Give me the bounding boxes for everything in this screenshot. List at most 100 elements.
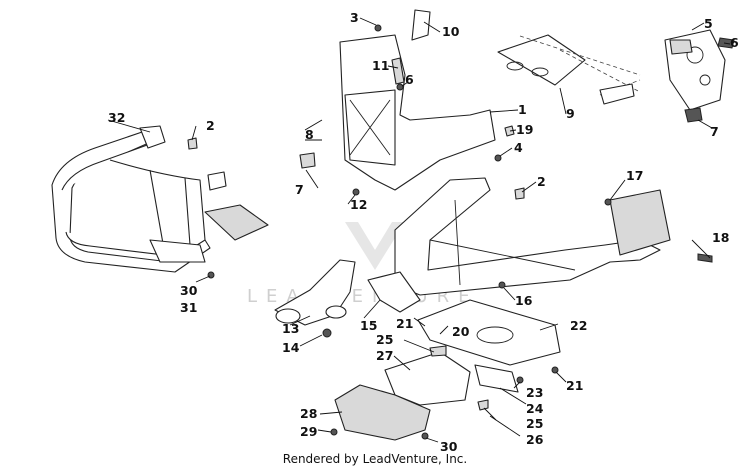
leader-9 [559,87,567,115]
callout-18: 18 [712,230,729,245]
nut-4 [494,154,502,162]
leader-19 [509,129,517,132]
leader-2-left [191,125,197,141]
callout-27: 27 [376,348,393,363]
callout-17: 17 [626,168,643,183]
callout-19: 19 [516,122,533,137]
frame-window-cross [349,99,391,156]
main-frame [394,177,713,296]
leader-11 [387,65,399,69]
leader-30-left [195,275,211,283]
leader-25-upper [403,339,435,353]
pin-11 [391,57,405,85]
leader-lines [107,17,731,443]
skid-plate-22 [417,299,561,366]
callout-23: 23 [526,385,543,400]
footer-credit: Rendered by LeadVenture, Inc. [283,452,467,466]
watermark-logo-icon [345,222,405,270]
leader-18 [691,239,711,259]
leader-12 [347,194,356,205]
leader-4 [499,147,513,157]
leader-24 [499,387,527,405]
bumper-mount-block-left [139,125,166,149]
bracket-15 [367,271,421,313]
bolt-30-left [207,271,215,279]
bumper-bracket-part [204,204,269,241]
callout-31: 31 [180,300,197,315]
leader-1 [489,109,519,113]
front-bumper-assembly [51,125,269,273]
leader-8 [304,119,323,141]
bumper-inner-edge [61,143,173,257]
callout-25-lower: 25 [526,416,543,431]
callout-13: 13 [282,321,299,336]
leader-5 [691,22,705,31]
bolt-12 [352,188,360,196]
leader-28 [319,411,343,415]
leader-10 [423,21,441,33]
nut-14 [322,328,332,338]
leader-13 [289,315,311,326]
callout-14: 14 [282,340,300,355]
callout-11: 11 [372,58,389,73]
linkage-rod-end [599,83,635,105]
callout-32: 32 [108,110,125,125]
callout-30-left: 30 [180,283,198,298]
callout-2-center: 2 [537,174,546,189]
callout-16: 16 [515,293,533,308]
callout-6-right: 6 [730,35,739,50]
callout-21-left: 21 [396,316,413,331]
upper-front-frame [187,9,525,200]
callout-8: 8 [305,127,314,142]
callout-25-upper: 25 [376,332,393,347]
callout-10: 10 [442,24,460,39]
callout-29: 29 [300,424,317,439]
leader-22 [539,323,559,331]
callout-1: 1 [518,102,527,117]
lower-left-frame [274,259,421,338]
leader-17 [609,179,626,201]
leader-32 [107,119,151,133]
callout-20: 20 [452,324,470,339]
latch-bolt-hole [699,74,711,86]
mount-tube-end-left [275,308,301,324]
callout-15: 15 [360,318,377,333]
callout-26: 26 [526,432,544,447]
leader-29 [317,429,332,433]
leader-27 [393,355,411,371]
clip-25-upper [429,345,447,357]
top-plate-assembly [497,34,641,105]
skid-plate-opening [476,326,514,344]
frame-rail-edges [429,199,576,286]
callout-5: 5 [704,16,713,31]
bolt-23 [516,376,524,384]
leader-26 [489,415,521,437]
callout-3: 3 [350,10,359,25]
mount-tube-end-right [325,305,347,319]
nut-16 [498,281,506,289]
leader-3 [359,17,377,26]
leader-30-bottom [425,437,439,443]
flag-bracket-10 [411,9,431,41]
callout-9: 9 [566,106,575,121]
leader-6 [401,81,409,87]
callout-12: 12 [350,197,367,212]
leader-14 [299,334,323,347]
callout-28: 28 [300,406,317,421]
callout-7-left: 7 [295,182,304,197]
callout-labels: 1 2 2 3 4 5 6 6 7 7 8 9 10 11 12 13 14 1… [108,10,739,454]
clip-25-lower [477,399,489,411]
callout-24: 24 [526,401,544,416]
skid-plate-28 [334,384,431,441]
leader-21-right [555,371,567,383]
bolt-30-bottom [421,432,429,440]
clip-2-left [187,137,198,150]
plate-hole-right [531,67,549,77]
skid-plates [207,271,561,441]
bumper-mount-block-right [207,171,227,191]
bolt-29 [330,428,338,436]
bumper-pad-7-right [684,107,703,123]
plate-hole-left [506,61,524,71]
